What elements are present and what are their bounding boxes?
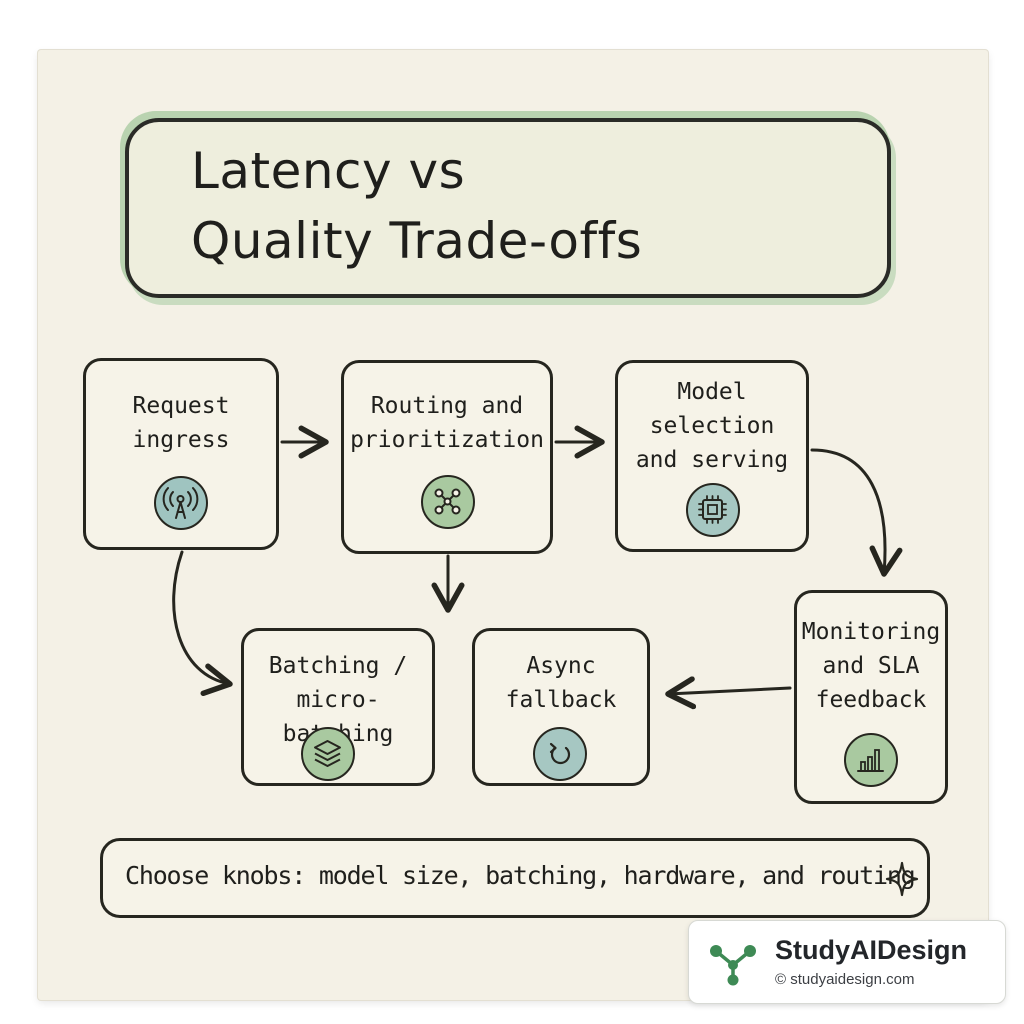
node-model-selection: Model selection and serving bbox=[615, 360, 809, 552]
node-batching: Batching / micro-batching bbox=[241, 628, 435, 786]
arrow-monitoring-to-fallback bbox=[665, 676, 792, 710]
title-banner: Latency vs Quality Trade-offs bbox=[125, 118, 891, 298]
molecule-logo-icon bbox=[710, 945, 756, 986]
brand-url: © studyaidesign.com bbox=[775, 971, 915, 988]
node-routing-prioritization: Routing and prioritization bbox=[341, 360, 553, 554]
chip-icon bbox=[686, 483, 740, 537]
sparkle-icon bbox=[885, 861, 919, 897]
node-label: Routing and prioritization bbox=[350, 393, 544, 453]
arrow-model-to-monitoring bbox=[810, 448, 903, 577]
brand-badge: StudyAIDesign © studyaidesign.com bbox=[688, 920, 1006, 1004]
node-monitoring-sla: Monitoring and SLA feedback bbox=[794, 590, 948, 804]
node-label: Async fallback bbox=[505, 653, 617, 713]
bar-chart-icon bbox=[844, 733, 898, 787]
title-line-2: Quality Trade-offs bbox=[191, 212, 643, 270]
node-async-fallback: Async fallback bbox=[472, 628, 650, 786]
refresh-icon bbox=[533, 727, 587, 781]
node-label: Model selection and serving bbox=[635, 379, 789, 473]
arrow-ingress-to-batching bbox=[172, 550, 233, 697]
antenna-signal-icon bbox=[154, 476, 208, 530]
node-request-ingress: Request ingress bbox=[83, 358, 279, 550]
footer-text: Choose knobs: model size, batching, hard… bbox=[125, 861, 916, 890]
brand-name: StudyAIDesign bbox=[775, 935, 968, 965]
footer-note: Choose knobs: model size, batching, hard… bbox=[100, 838, 930, 918]
title-line-1: Latency vs bbox=[191, 142, 466, 200]
node-label: Request ingress bbox=[132, 393, 230, 453]
network-nodes-icon bbox=[421, 475, 475, 529]
node-label: Monitoring and SLA feedback bbox=[801, 619, 941, 713]
layers-icon bbox=[301, 727, 355, 781]
